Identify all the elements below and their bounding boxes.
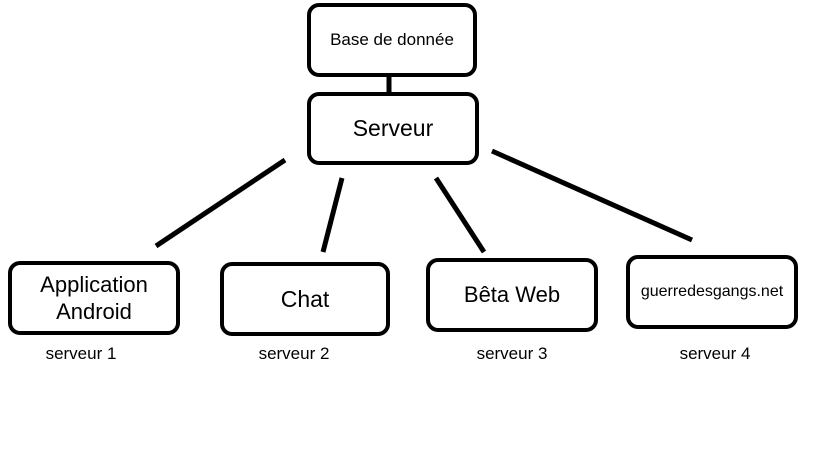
child-node-3: Bêta Web: [426, 258, 598, 332]
connector-server-child-2: [320, 177, 345, 253]
child-label-1: Application Android: [40, 271, 148, 325]
child-node-4: guerredesgangs.net: [626, 255, 798, 329]
child-label-3: Bêta Web: [463, 282, 561, 308]
child-caption-2: serveur 2: [258, 344, 330, 363]
connector-server-child-3: [433, 176, 487, 254]
connector-server-child-1: [154, 157, 287, 249]
database-label: Base de donnée: [330, 30, 454, 50]
connector-server-child-4: [490, 148, 694, 243]
child-caption-4: serveur 4: [679, 344, 751, 363]
child-label-4: guerredesgangs.net: [640, 283, 784, 300]
child-node-2: Chat: [220, 262, 390, 336]
child-label-2: Chat: [280, 285, 330, 312]
server-node: Serveur: [307, 92, 479, 165]
child-node-1: Application Android: [8, 261, 180, 335]
child-caption-1: serveur 1: [45, 344, 117, 363]
child-caption-3: serveur 3: [476, 344, 548, 363]
server-label: Serveur: [352, 115, 434, 142]
database-node: Base de donnée: [307, 3, 477, 77]
